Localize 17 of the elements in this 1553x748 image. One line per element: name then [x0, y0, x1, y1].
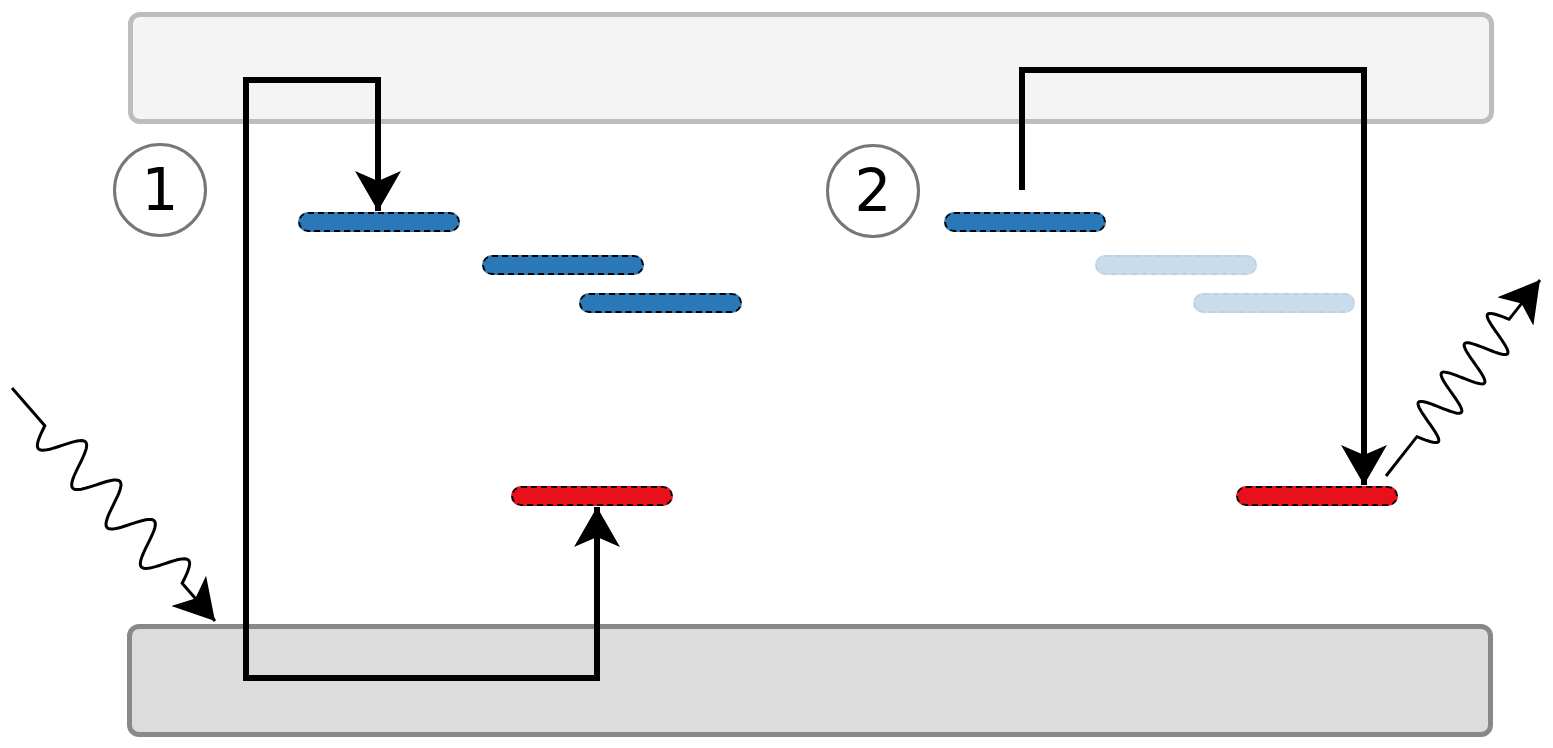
- energy-level: [298, 212, 460, 232]
- valence-band: [127, 624, 1493, 737]
- energy-level: [1095, 255, 1257, 275]
- energy-level: [1236, 486, 1398, 506]
- transition-arrow: [1019, 67, 1387, 485]
- energy-level: [944, 212, 1106, 232]
- transition-arrow: [243, 507, 620, 681]
- photon-wavy-arrow: [10, 387, 217, 622]
- conduction-band: [128, 12, 1494, 124]
- photon-wavy-arrow: [1384, 279, 1542, 477]
- energy-level: [511, 486, 673, 506]
- energy-level: [482, 255, 644, 275]
- transition-arrow: [243, 77, 401, 211]
- energy-level: [579, 293, 742, 313]
- step-number: 2: [854, 162, 892, 220]
- step-number: 1: [141, 161, 179, 219]
- energy-level: [1193, 293, 1355, 313]
